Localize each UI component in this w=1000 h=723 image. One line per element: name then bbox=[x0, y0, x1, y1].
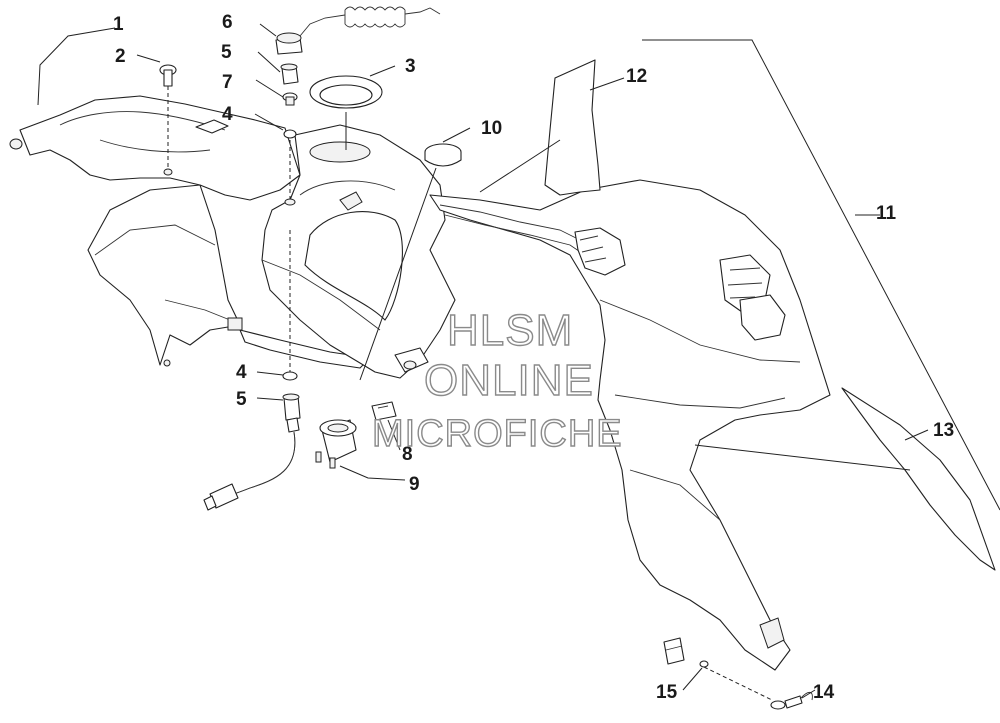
part-6-cap-cord bbox=[275, 6, 441, 55]
callout-13: 13 bbox=[933, 420, 954, 441]
callout-9: 9 bbox=[409, 474, 420, 495]
part-7-washer bbox=[282, 92, 298, 106]
callout-11: 11 bbox=[876, 203, 897, 224]
part-13-decal bbox=[694, 387, 996, 571]
callout-3: 3 bbox=[405, 56, 416, 77]
callout-15: 15 bbox=[656, 682, 678, 703]
part-14-screw bbox=[770, 691, 813, 710]
callout-8: 8 bbox=[402, 444, 413, 465]
part-4-grommet-top bbox=[283, 129, 297, 206]
callout-14: 14 bbox=[813, 682, 835, 703]
callout-5-top: 5 bbox=[221, 42, 232, 63]
watermark-line-3: MICROFICHE bbox=[372, 413, 623, 455]
part-15-clip-nut bbox=[663, 637, 773, 701]
watermark-line-2: ONLINE bbox=[424, 356, 594, 405]
watermark: HLSM ONLINE MICROFICHE bbox=[371, 305, 623, 455]
part-2-bolt bbox=[159, 64, 177, 176]
callout-4-bottom: 4 bbox=[236, 362, 247, 383]
part-3-ring bbox=[309, 75, 383, 150]
part-10-gauge bbox=[359, 127, 471, 381]
part-1-front-panel bbox=[9, 95, 371, 369]
part-tank-cover bbox=[261, 124, 456, 379]
callout-2: 2 bbox=[115, 46, 126, 67]
part-11-bracket bbox=[642, 39, 1000, 511]
part-5-sensor-cable bbox=[203, 393, 301, 511]
part-9-switch bbox=[315, 419, 406, 481]
callout-1: 1 bbox=[113, 14, 124, 35]
part-11-side-panel bbox=[429, 179, 831, 671]
callout-12: 12 bbox=[626, 66, 647, 87]
part-12-decal bbox=[479, 59, 601, 196]
part-4-grommet-bottom bbox=[282, 230, 298, 381]
callout-5-bottom: 5 bbox=[236, 389, 247, 410]
callout-7: 7 bbox=[222, 72, 233, 93]
callout-10: 10 bbox=[481, 118, 502, 139]
watermark-line-1: HLSM bbox=[447, 306, 573, 355]
leader-lines bbox=[37, 23, 929, 699]
callout-labels: 1 2 3 4 4 5 5 6 7 8 9 10 11 12 13 14 15 bbox=[113, 12, 954, 703]
callout-4-top: 4 bbox=[222, 104, 233, 125]
part-8-clip bbox=[371, 401, 397, 421]
callout-6: 6 bbox=[222, 12, 233, 33]
part-5-nipple-top bbox=[280, 63, 299, 85]
